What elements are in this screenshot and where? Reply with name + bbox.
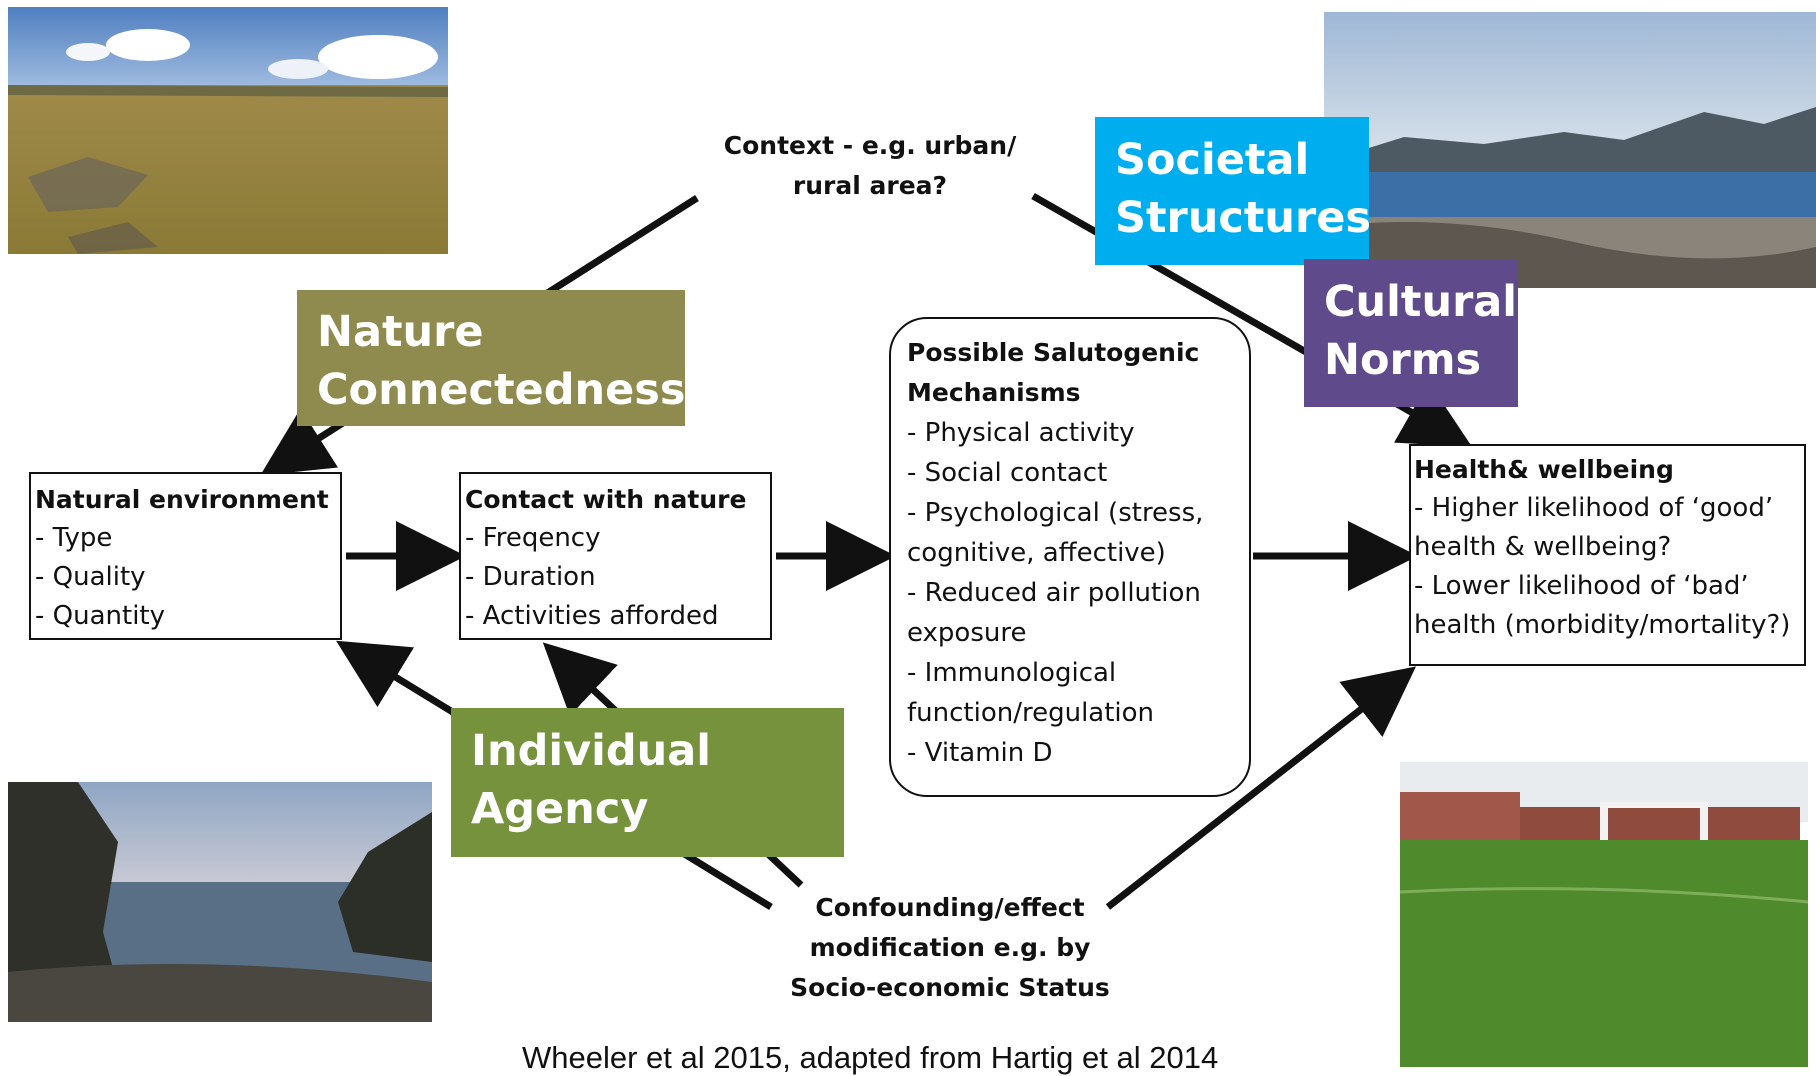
mechanisms-item: exposure <box>907 618 1027 648</box>
mechanisms-item: - Reduced air pollution <box>907 578 1201 608</box>
societal-structures-line2: Structures <box>1115 193 1371 243</box>
mechanisms-item: - Immunological <box>907 658 1117 688</box>
health-wellbeing-box: Health& wellbeing - Higher likelihood of… <box>1409 444 1806 666</box>
nature-connectedness-line2: Connectedness <box>317 365 686 415</box>
mechanisms-item: function/regulation <box>907 698 1155 728</box>
confounding-note: Confounding/effect modification e.g. by … <box>770 888 1130 1008</box>
health-item: - Higher likelihood of ‘good’ <box>1414 493 1774 523</box>
salutogenic-mechanisms-box: Possible Salutogenic Mechanisms - Physic… <box>889 317 1251 797</box>
individual-agency-line1: Individual <box>471 726 712 776</box>
societal-structures-label: Societal Structures <box>1095 117 1371 265</box>
mechanisms-item: cognitive, affective) <box>907 538 1166 568</box>
confounding-note-line1: Confounding/effect <box>815 893 1085 922</box>
health-item: health & wellbeing? <box>1414 532 1672 562</box>
nature-connectedness-line1: Nature <box>317 307 484 357</box>
arrow-confounding-to-health <box>1105 666 1417 910</box>
mechanisms-item: - Vitamin D <box>907 738 1053 768</box>
context-note-line2: rural area? <box>792 171 948 200</box>
mechanisms-item: - Social contact <box>907 458 1108 488</box>
natural-environment-item: - Quantity <box>35 601 165 631</box>
individual-agency-label: Individual Agency <box>451 708 844 857</box>
context-note-line1: Context - e.g. urban/ <box>723 131 1017 160</box>
mechanisms-heading-line2: Mechanisms <box>907 378 1081 407</box>
cultural-norms-line2: Norms <box>1324 335 1482 385</box>
contact-with-nature-item: - Duration <box>465 562 596 592</box>
contact-with-nature-box: Contact with nature - Freqency - Duratio… <box>459 472 772 640</box>
contact-with-nature-item: - Activities afforded <box>465 601 719 631</box>
natural-environment-item: - Quality <box>35 562 146 592</box>
contact-with-nature-item: - Freqency <box>465 523 601 553</box>
source-caption: Wheeler et al 2015, adapted from Hartig … <box>522 1040 1219 1075</box>
playing-field-photo <box>1400 762 1808 1067</box>
health-heading: Health& wellbeing <box>1414 455 1674 484</box>
cultural-norms-label: Cultural Norms <box>1304 259 1518 407</box>
health-item: - Lower likelihood of ‘bad’ <box>1414 571 1749 601</box>
cultural-norms-line1: Cultural <box>1324 277 1518 327</box>
moorland-photo <box>8 7 448 254</box>
natural-environment-heading: Natural environment <box>35 485 329 514</box>
societal-structures-line1: Societal <box>1115 135 1310 185</box>
natural-environment-item: - Type <box>35 523 113 553</box>
mechanisms-item: - Physical activity <box>907 418 1135 448</box>
mechanisms-item: - Psychological (stress, <box>907 498 1204 528</box>
health-item: health (morbidity/mortality?) <box>1414 610 1791 640</box>
mechanisms-heading-line1: Possible Salutogenic <box>907 338 1200 367</box>
contact-with-nature-heading: Contact with nature <box>465 485 747 514</box>
confounding-note-line3: Socio-economic Status <box>790 973 1110 1002</box>
harbour-photo <box>1324 12 1816 288</box>
nature-connectedness-label: Nature Connectedness <box>297 290 685 426</box>
individual-agency-line2: Agency <box>471 784 649 834</box>
coastal-cove-photo <box>8 782 432 1022</box>
confounding-note-line2: modification e.g. by <box>809 933 1091 962</box>
context-note: Context - e.g. urban/ rural area? <box>700 126 1040 206</box>
natural-environment-box: Natural environment - Type - Quality - Q… <box>29 472 342 640</box>
